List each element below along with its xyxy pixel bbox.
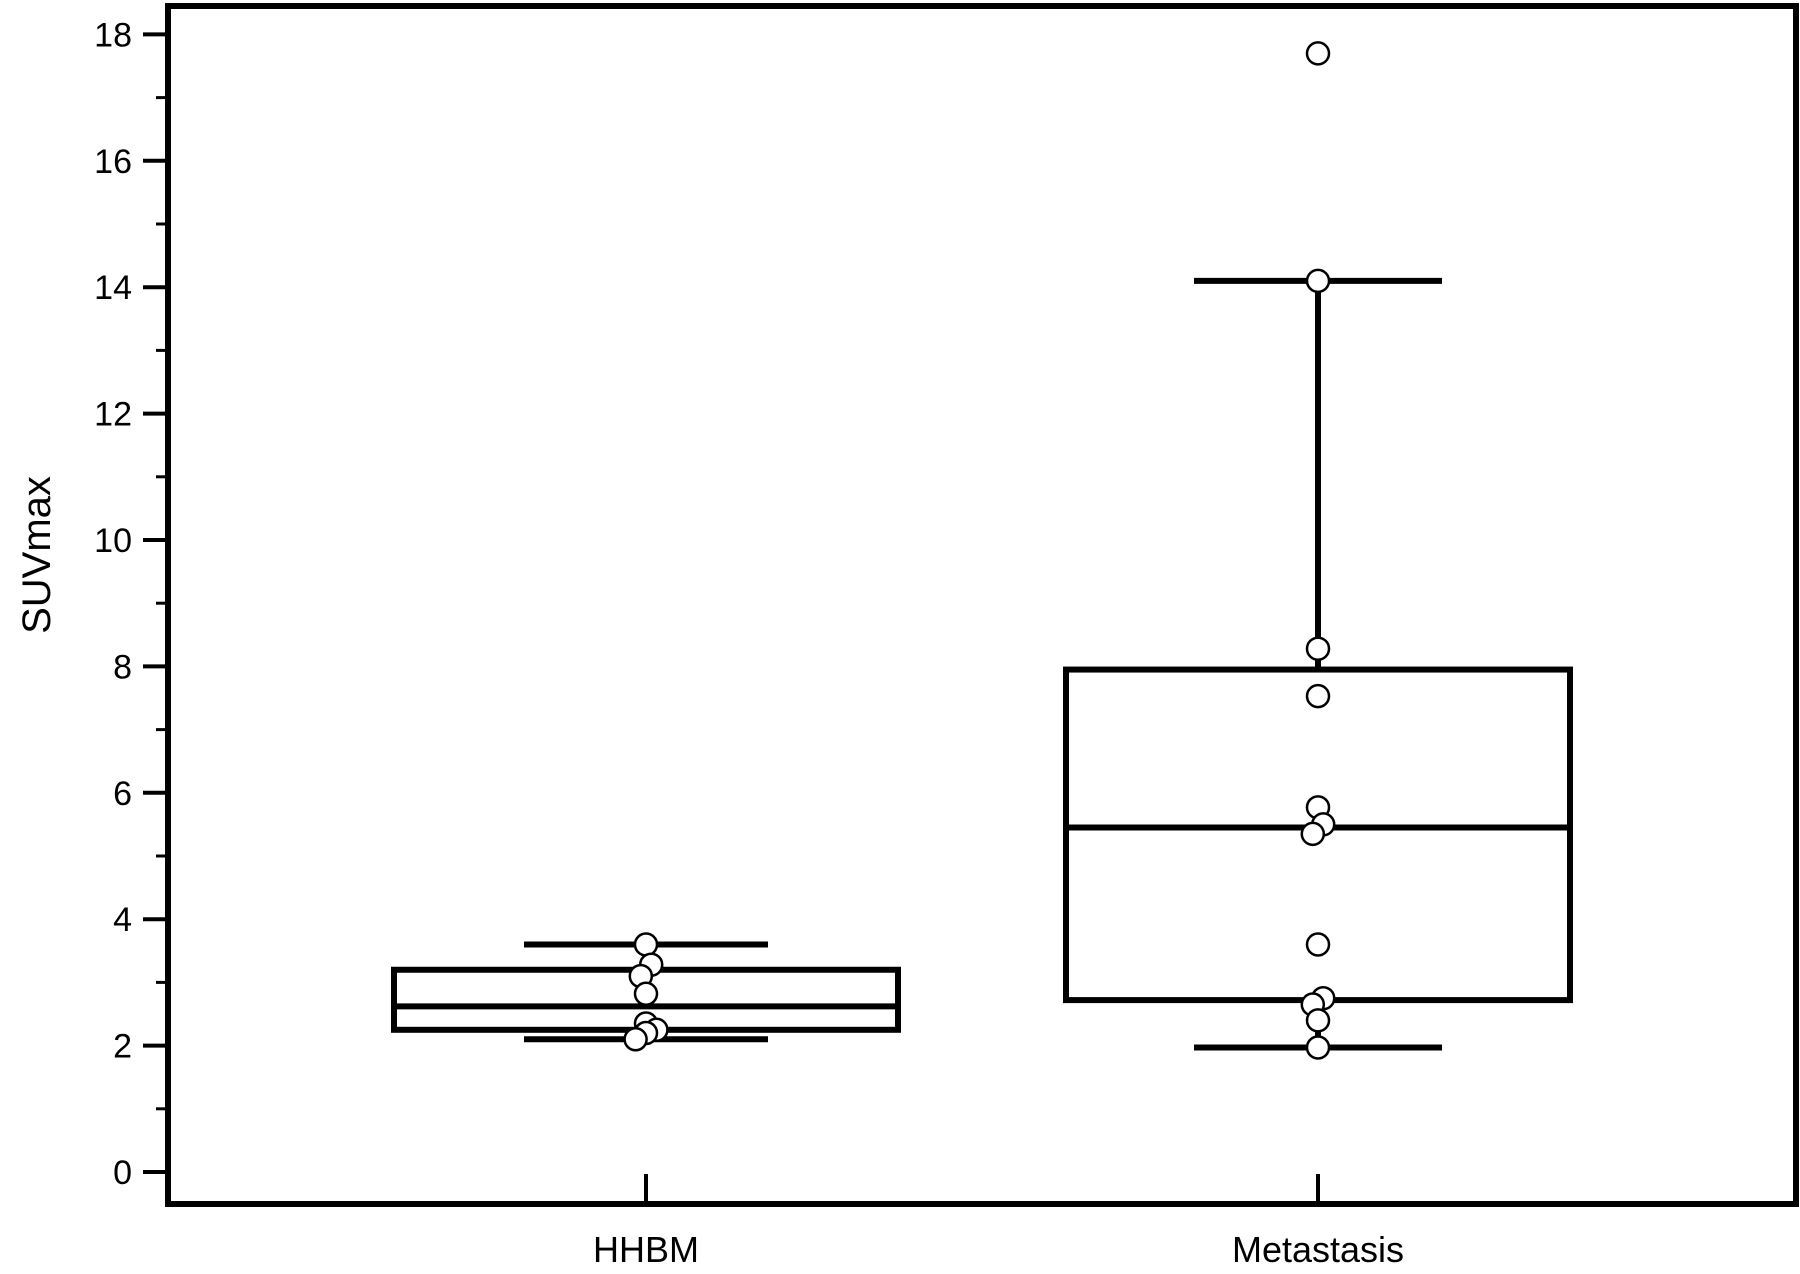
- data-point: [1305, 1008, 1331, 1033]
- y-tick-label: 12: [94, 396, 132, 434]
- y-axis-title: SUVmax: [15, 476, 59, 634]
- data-point: [1300, 821, 1326, 847]
- y-axis: 0 2 4 6 8 10 12 14 16 18: [94, 16, 168, 1192]
- y-tick-label: 2: [113, 1028, 132, 1066]
- data-point: [1305, 1035, 1331, 1060]
- x-category-label: HHBM: [593, 1229, 699, 1270]
- data-point: [623, 1027, 648, 1052]
- data-point: [1305, 41, 1331, 66]
- data-point: [1305, 636, 1331, 661]
- y-tick-label: 0: [113, 1154, 132, 1192]
- data-point: [1305, 268, 1331, 294]
- data-point: [1305, 932, 1331, 957]
- y-tick-label: 4: [113, 901, 132, 939]
- x-category-label: Metastasis: [1232, 1229, 1404, 1270]
- y-tick-label: 8: [113, 648, 132, 686]
- y-tick-label: 14: [94, 269, 132, 307]
- box-group-hhbm: [391, 932, 901, 1052]
- plot-frame: [165, 3, 1799, 1207]
- y-tick-label: 18: [94, 16, 132, 54]
- data-point: [633, 981, 659, 1007]
- box-group-metastasis: [1063, 41, 1573, 1060]
- y-tick-label: 16: [94, 143, 132, 181]
- y-tick-label: 6: [113, 775, 132, 813]
- x-axis: HHBM Metastasis: [593, 1174, 1404, 1270]
- data-point: [1305, 683, 1331, 709]
- plot-area: [391, 41, 1573, 1060]
- data-point: [633, 932, 659, 957]
- y-tick-label: 10: [94, 522, 132, 560]
